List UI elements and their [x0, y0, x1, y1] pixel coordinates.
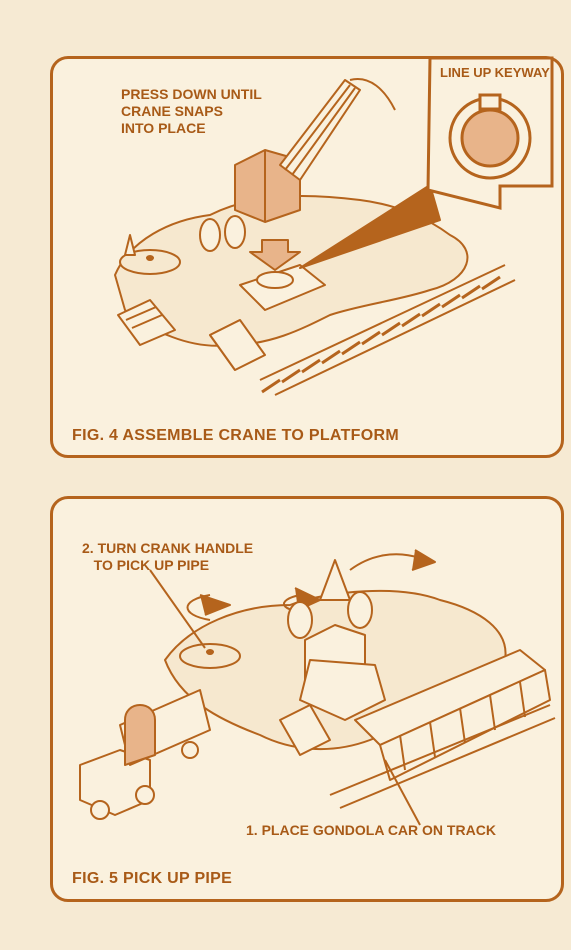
press-down-callout: PRESS DOWN UNTIL CRANE SNAPS INTO PLACE: [121, 86, 262, 136]
figure-5-caption: FIG. 5 PICK UP PIPE: [72, 870, 233, 887]
track: [259, 264, 516, 396]
figure-4-caption: FIG. 4 ASSEMBLE CRANE TO PLATFORM: [72, 427, 399, 444]
line-up-keyway-label: LINE UP KEYWAY: [440, 65, 550, 80]
keyway-inset: [426, 56, 554, 210]
place-gondola-callout: 1. PLACE GONDOLA CAR ON TRACK: [246, 822, 496, 838]
turn-crank-callout: 2. TURN CRANK HANDLE TO PICK UP PIPE: [82, 540, 254, 573]
